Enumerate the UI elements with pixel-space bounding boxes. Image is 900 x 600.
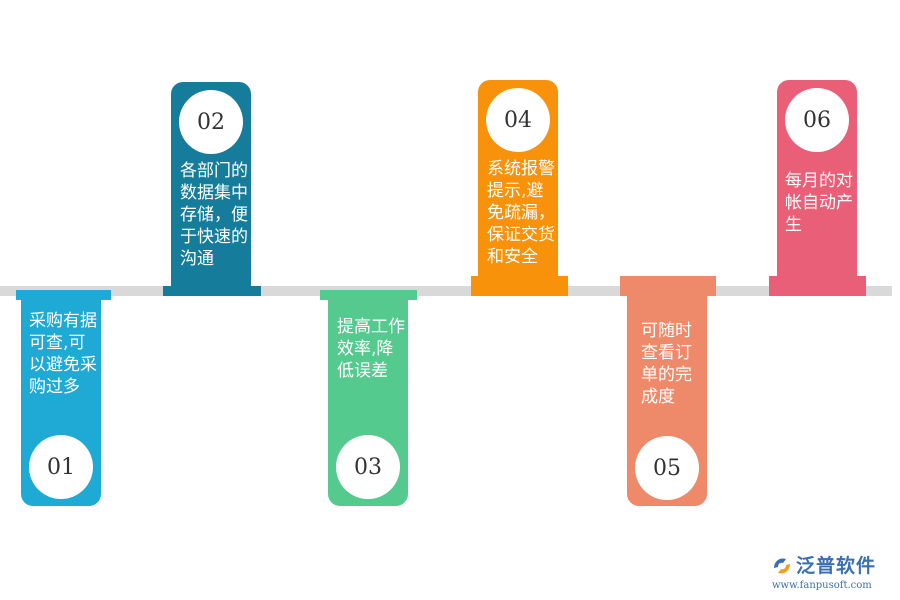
item-03-number: 03 bbox=[336, 435, 400, 499]
item-03-tab bbox=[320, 290, 417, 300]
item-02-number: 02 bbox=[179, 90, 243, 154]
item-04-card: 04 系统报警提示,避免疏漏，保证交货和安全 bbox=[478, 80, 558, 276]
item-04-tab bbox=[471, 276, 568, 296]
item-04-number: 04 bbox=[486, 88, 550, 152]
item-05-number: 05 bbox=[635, 436, 699, 500]
item-02-text: 各部门的数据集中存储，便于快速的沟通 bbox=[180, 161, 248, 269]
item-05-text: 可随时查看订单的完成度 bbox=[641, 321, 692, 407]
item-05-tab bbox=[620, 276, 716, 296]
item-03-text: 提高工作效率,降低误差 bbox=[337, 317, 405, 381]
item-01-card: 采购有据可查,可以避免采购过多 01 bbox=[21, 300, 101, 506]
fanpu-logo: 泛普软件 www.fanpusoft.com bbox=[770, 554, 892, 594]
item-06-tab bbox=[769, 276, 866, 296]
logo-icon bbox=[774, 558, 790, 574]
item-06-text: 每月的对帐自动产生 bbox=[785, 171, 853, 235]
item-06-number: 06 bbox=[785, 88, 849, 152]
item-06-card: 06 每月的对帐自动产生 bbox=[777, 80, 857, 276]
item-01-number: 01 bbox=[29, 435, 93, 499]
item-01-text: 采购有据可查,可以避免采购过多 bbox=[29, 311, 97, 397]
item-02-tab bbox=[163, 286, 261, 296]
item-01-tab bbox=[16, 290, 111, 300]
item-05-card: 可随时查看订单的完成度 05 bbox=[627, 296, 707, 506]
logo-name: 泛普软件 bbox=[796, 555, 877, 577]
timeline-bar bbox=[0, 286, 892, 296]
item-03-card: 提高工作效率,降低误差 03 bbox=[328, 300, 408, 506]
item-04-text: 系统报警提示,避免疏漏，保证交货和安全 bbox=[487, 159, 555, 267]
item-02-card: 02 各部门的数据集中存储，便于快速的沟通 bbox=[171, 82, 251, 286]
logo-url: www.fanpusoft.com bbox=[772, 580, 872, 591]
